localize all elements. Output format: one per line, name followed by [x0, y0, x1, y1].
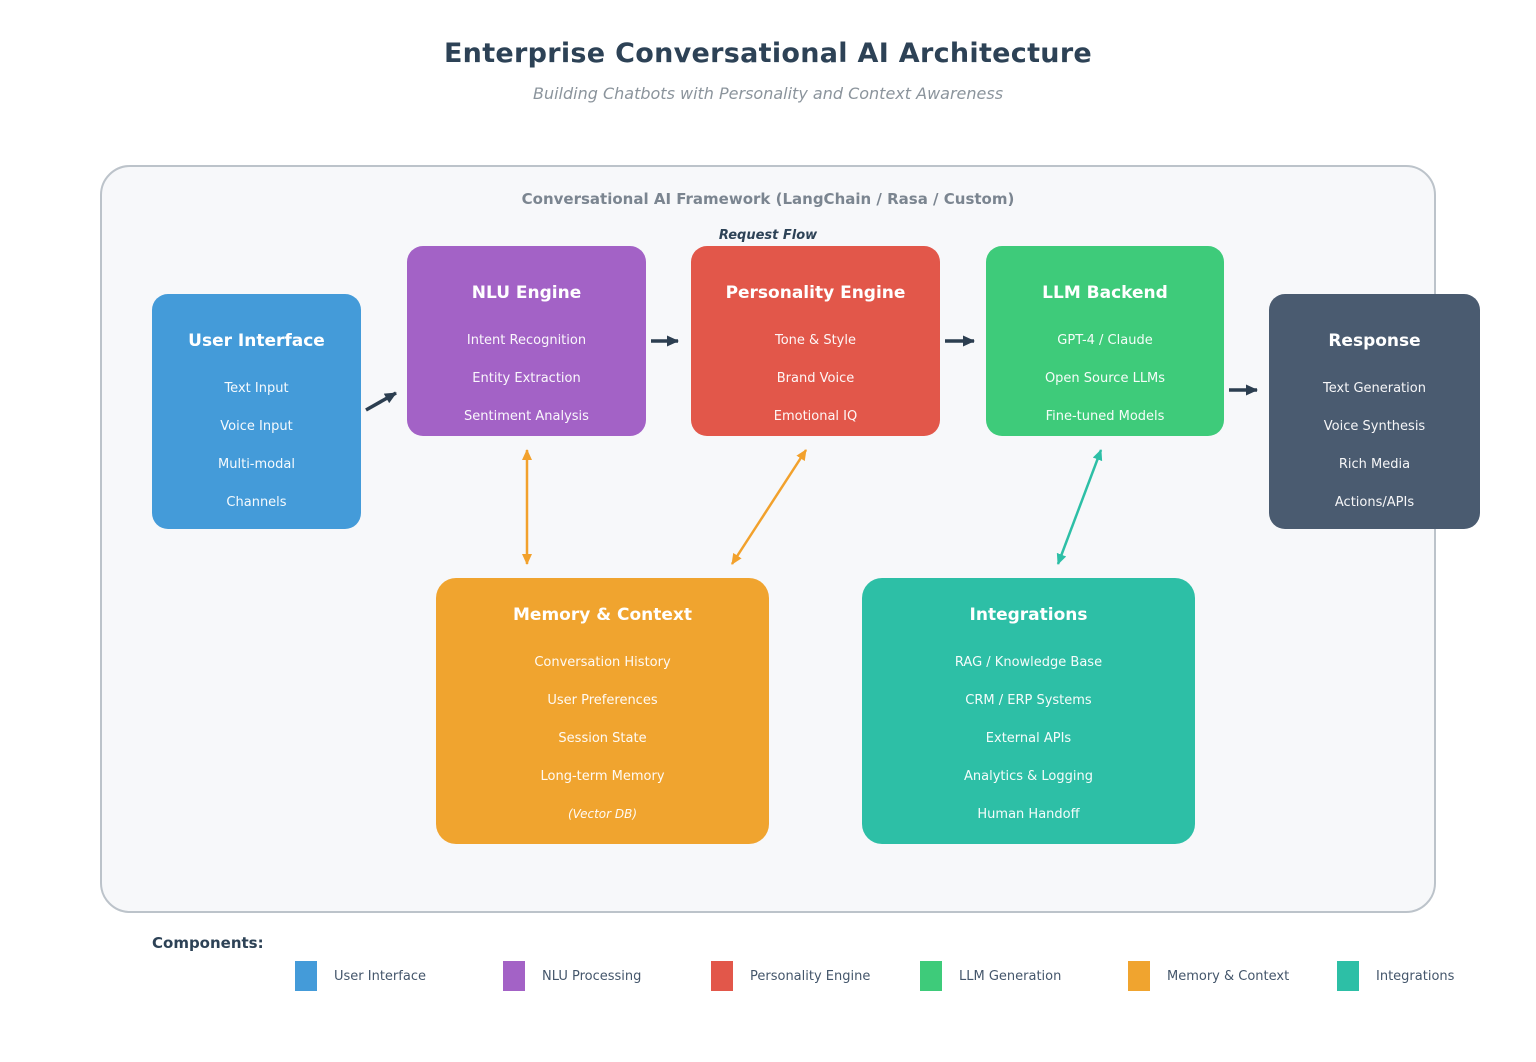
framework-label: Conversational AI Framework (LangChain /…	[521, 190, 1015, 208]
box-response: Response Text Generation Voice Synthesis…	[1269, 294, 1480, 529]
legend-swatch-integrations	[1337, 961, 1359, 991]
legend-item-personality-engine: Personality Engine	[711, 960, 870, 992]
legend-label-integrations: Integrations	[1376, 968, 1455, 984]
box-item: Entity Extraction	[472, 371, 581, 386]
legend-label-nlu-processing: NLU Processing	[542, 968, 642, 984]
legend-swatch-user-interface	[295, 961, 317, 991]
box-memory-context: Memory & Context Conversation History Us…	[436, 578, 769, 844]
box-user-interface-title: User Interface	[188, 331, 325, 351]
box-personality-engine: Personality Engine Tone & Style Brand Vo…	[691, 246, 940, 436]
box-item: Human Handoff	[977, 807, 1080, 822]
box-item: Sentiment Analysis	[464, 409, 589, 424]
box-item: Actions/APIs	[1334, 495, 1415, 510]
box-item: RAG / Knowledge Base	[954, 655, 1103, 670]
legend-swatch-memory-context	[1128, 961, 1150, 991]
box-item: External APIs	[985, 731, 1072, 746]
box-item: Fine-tuned Models	[1045, 409, 1165, 424]
box-item: Session State	[558, 731, 647, 746]
box-item: User Preferences	[547, 693, 658, 708]
request-flow-label: Request Flow	[718, 228, 818, 243]
legend-label-personality-engine: Personality Engine	[750, 968, 871, 984]
page-subtitle: Building Chatbots with Personality and C…	[532, 84, 1004, 103]
box-item: Open Source LLMs	[1044, 371, 1166, 386]
legend-label-llm-generation: LLM Generation	[959, 968, 1062, 984]
box-item: Intent Recognition	[466, 333, 587, 348]
box-item: Emotional IQ	[773, 409, 858, 424]
box-user-interface: User Interface Text Input Voice Input Mu…	[152, 294, 361, 529]
legend-item-user-interface: User Interface	[295, 960, 426, 992]
legend-label-memory-context: Memory & Context	[1167, 968, 1290, 984]
legend-item-integrations: Integrations	[1337, 960, 1454, 992]
legend-title: Components:	[152, 934, 264, 952]
legend-swatch-nlu-processing	[503, 961, 525, 991]
box-memory-context-title: Memory & Context	[513, 605, 692, 625]
box-nlu-engine-title: NLU Engine	[471, 283, 582, 303]
box-item: Analytics & Logging	[963, 769, 1093, 784]
box-llm-backend-title: LLM Backend	[1042, 283, 1168, 303]
legend-item-llm-generation: LLM Generation	[920, 960, 1061, 992]
legend-item-memory-context: Memory & Context	[1128, 960, 1289, 992]
box-item: Channels	[226, 495, 287, 510]
legend-item-nlu-processing: NLU Processing	[503, 960, 641, 992]
box-item: Multi-modal	[218, 457, 295, 472]
box-item: Rich Media	[1338, 457, 1411, 472]
box-item: Text Generation	[1323, 381, 1426, 396]
box-integrations-title: Integrations	[969, 605, 1088, 625]
box-llm-backend: LLM Backend GPT-4 / Claude Open Source L…	[986, 246, 1224, 436]
page-title: Enterprise Conversational AI Architectur…	[443, 38, 1093, 69]
box-item: Tone & Style	[775, 333, 856, 348]
box-item: GPT-4 / Claude	[1057, 333, 1153, 348]
legend-swatch-personality-engine	[711, 961, 733, 991]
box-item: Brand Voice	[776, 371, 855, 386]
box-item: CRM / ERP Systems	[965, 693, 1092, 708]
box-personality-engine-title: Personality Engine	[725, 283, 906, 303]
box-item: (Vector DB)	[567, 807, 638, 821]
legend-label-user-interface: User Interface	[334, 968, 426, 984]
box-item: Long-term Memory	[540, 769, 665, 784]
legend-swatch-llm-generation	[920, 961, 942, 991]
box-item: Voice Synthesis	[1323, 419, 1426, 434]
box-nlu-engine: NLU Engine Intent Recognition Entity Ext…	[407, 246, 646, 436]
box-integrations: Integrations RAG / Knowledge Base CRM / …	[862, 578, 1195, 844]
box-item: Voice Input	[220, 419, 293, 434]
box-response-title: Response	[1328, 331, 1421, 351]
box-item: Conversation History	[534, 655, 671, 670]
box-item: Text Input	[224, 381, 289, 396]
